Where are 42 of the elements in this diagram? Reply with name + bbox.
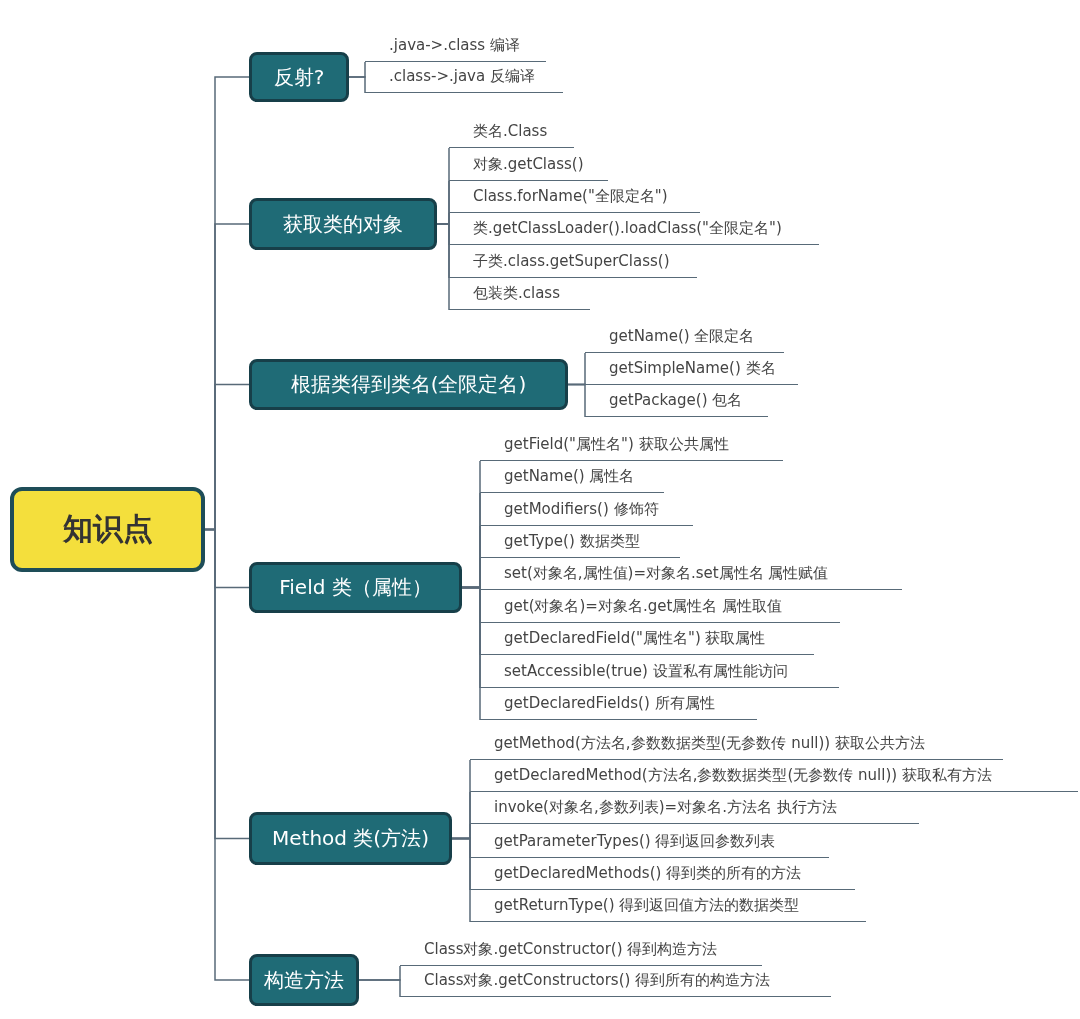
topic-box: 构造方法 (249, 954, 359, 1006)
subtopic-text: .java->.class 编译 (365, 32, 546, 62)
subtopic-text: Class.forName("全限定名") (449, 183, 700, 213)
subtopic-text: 类.getClassLoader().loadClass("全限定名") (449, 215, 819, 245)
subtopic-text: 对象.getClass() (449, 151, 608, 181)
connector-line (358, 979, 401, 998)
connector-line (436, 223, 450, 311)
subtopic-text: getReturnType() 得到返回值方法的数据类型 (470, 892, 866, 922)
subtopic-text: getType() 数据类型 (480, 528, 680, 558)
subtopic-text: 子类.class.getSuperClass() (449, 248, 697, 278)
subtopic-text: 类名.Class (449, 118, 574, 148)
subtopic-text: Class对象.getConstructors() 得到所有的构造方法 (400, 967, 831, 997)
connector-line (451, 837, 471, 923)
subtopic-text: getPackage() 包名 (585, 387, 768, 417)
subtopic-text: .class->.java 反编译 (365, 63, 563, 93)
connector-line (461, 586, 481, 721)
subtopic-text: getName() 属性名 (480, 463, 664, 493)
subtopic-text: getSimpleName() 类名 (585, 355, 798, 385)
topic-box: Method 类(方法) (249, 812, 452, 865)
subtopic-text: set(对象名,属性值)=对象名.set属性名 属性赋值 (480, 560, 902, 590)
subtopic-text: getName() 全限定名 (585, 323, 784, 353)
subtopic-text: getMethod(方法名,参数数据类型(无参数传 null)) 获取公共方法 (470, 730, 1003, 760)
subtopic-text: getField("属性名") 获取公共属性 (480, 431, 783, 461)
subtopic-text: getModifiers() 修饰符 (480, 496, 693, 526)
topic-box: 获取类的对象 (249, 198, 437, 250)
subtopic-text: getDeclaredMethod(方法名,参数数据类型(无参数传 null)) 获取私有方法 (470, 762, 1078, 792)
subtopic-text: getDeclaredFields() 所有属性 (480, 690, 757, 720)
topic-box: 根据类得到类名(全限定名) (249, 359, 568, 410)
root-topic-box: 知识点 (10, 487, 205, 572)
subtopic-text: setAccessible(true) 设置私有属性能访问 (480, 658, 839, 688)
subtopic-text: invoke(对象名,参数列表)=对象名.方法名 执行方法 (470, 794, 919, 824)
connector-line (348, 76, 366, 94)
subtopic-text: 包装类.class (449, 280, 590, 310)
subtopic-text: getParameterTypes() 得到返回参数列表 (470, 828, 829, 858)
subtopic-text: get(对象名)=对象名.get属性名 属性取值 (480, 593, 840, 623)
topic-box: Field 类（属性） (249, 562, 462, 613)
subtopic-text: Class对象.getConstructor() 得到构造方法 (400, 936, 762, 966)
connector-line (204, 528, 250, 981)
subtopic-text: getDeclaredMethods() 得到类的所有的方法 (470, 860, 855, 890)
connector-line (567, 383, 586, 418)
topic-box: 反射? (249, 52, 349, 102)
subtopic-text: getDeclaredField("属性名") 获取属性 (480, 625, 814, 655)
